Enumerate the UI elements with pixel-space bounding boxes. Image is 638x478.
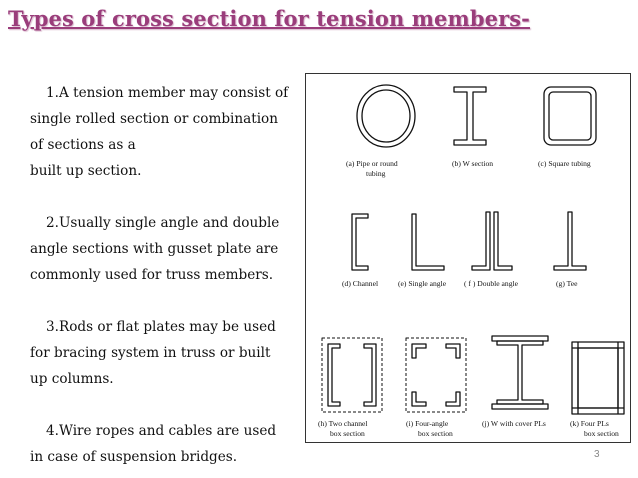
text-line: built up section. [30,163,142,179]
caption-e: (e) Single angle [398,279,447,288]
cross-section-figure: (a) Pipe or round tubing (b) W section (… [305,73,631,443]
single-angle-drawing [411,213,445,271]
caption-h: (h) Two channel [318,419,368,428]
caption-k-line2: box section [584,429,619,438]
paragraph-3: 3.Rods or flat plates may be used for br… [30,314,302,392]
body-text: 1.A tension member may consist of single… [30,80,302,470]
caption-a: (a) Pipe or round [346,159,398,168]
caption-i-line2: box section [418,429,453,438]
w-section-drawing [453,86,487,146]
two-channel-box-drawing [321,337,383,413]
caption-b: (b) W section [452,159,493,168]
caption-h-line2: box section [330,429,365,438]
four-plates-box-drawing [571,341,625,415]
slide-title: Types of cross section for tension membe… [8,6,530,31]
double-angle-drawing [471,211,513,271]
text-line: in case of suspension bridges. [30,449,238,465]
square-tubing-drawing [543,86,597,146]
text-line: 1.A tension member may consist of [46,85,289,101]
text-line: angle sections with gusset plate are [30,241,279,257]
text-line: for bracing system in truss or built [30,345,271,361]
page-number: 3 [594,449,600,460]
caption-j: (j) W with cover PLs [482,419,546,428]
caption-g: (g) Tee [556,279,578,288]
tee-drawing [553,211,587,271]
caption-c: (c) Square tubing [538,159,591,168]
caption-k: (k) Four PLs [570,419,609,428]
caption-d: (d) Channel [342,279,378,288]
paragraph-4: 4.Wire ropes and cables are used in case… [30,418,302,470]
caption-i: (i) Four-angle [406,419,449,428]
four-angle-box-drawing [405,337,467,413]
text-line: commonly used for truss members. [30,267,274,283]
paragraph-2: 2.Usually single angle and double angle … [30,210,302,288]
text-line: up columns. [30,371,114,387]
channel-drawing [351,213,369,271]
text-line: 4.Wire ropes and cables are used [46,423,277,439]
paragraph-1: 1.A tension member may consist of single… [30,80,302,184]
text-line: of sections as a [30,137,136,153]
text-line: 2.Usually single angle and double [46,215,280,231]
w-cover-plates-drawing [491,335,549,410]
caption-f: ( f ) Double angle [464,279,519,288]
pipe-section-drawing [356,84,416,148]
text-line: 3.Rods or flat plates may be used [46,319,276,335]
caption-a-line2: tubing [366,169,386,178]
text-line: single rolled section or combination [30,111,278,127]
